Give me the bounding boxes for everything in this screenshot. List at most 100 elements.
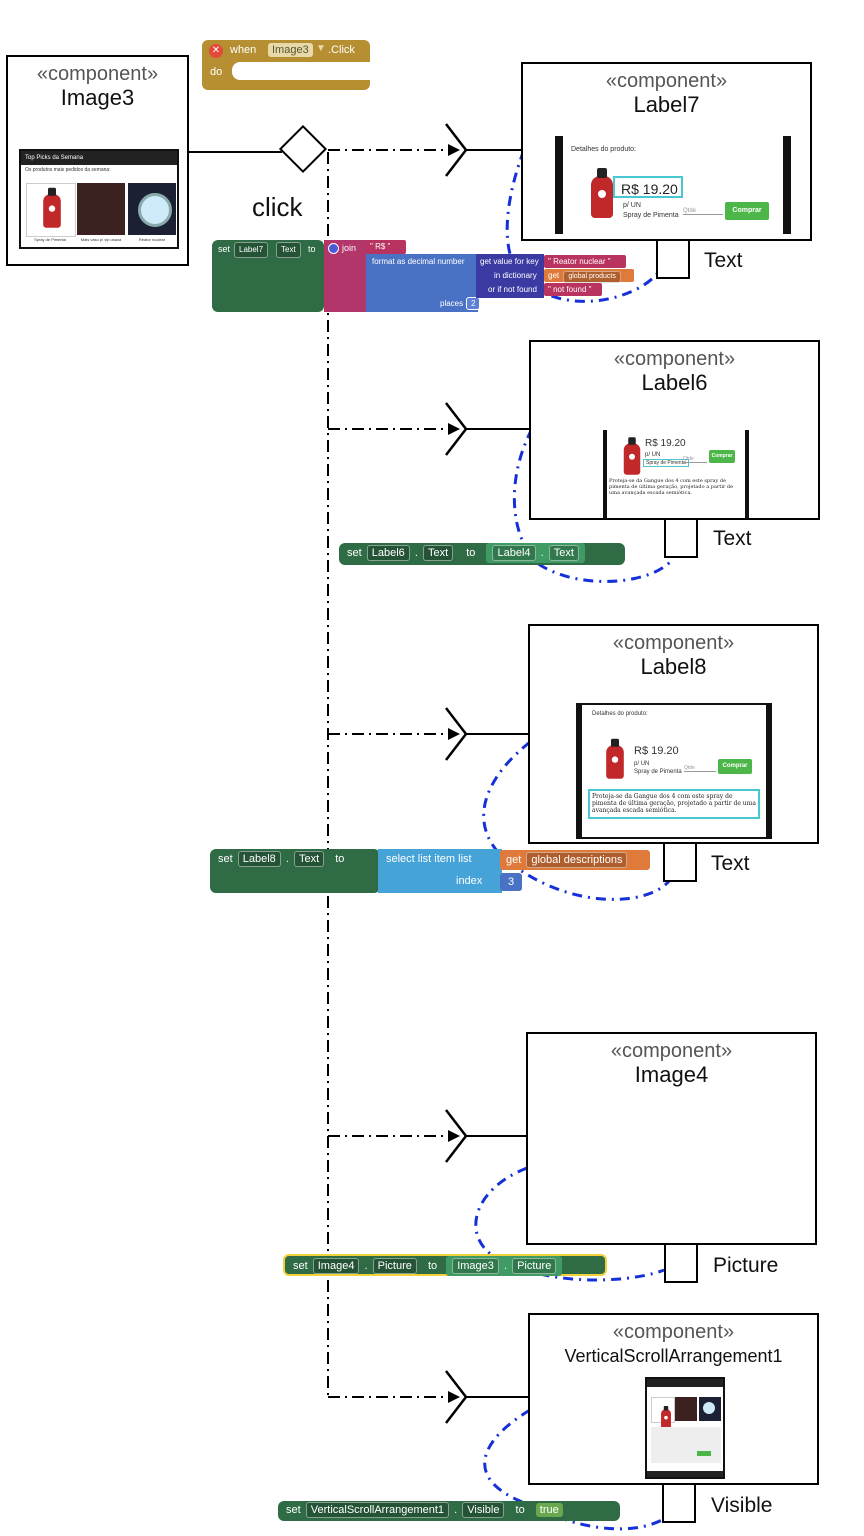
not-found-text: " not found " <box>548 285 592 294</box>
if-not-found-label: or if not found <box>488 285 537 294</box>
price-text: R$ 19.20 <box>645 438 686 449</box>
set-component[interactable]: Label7 <box>234 242 269 258</box>
qty-field[interactable]: Qtde <box>683 208 723 215</box>
screenshot-product-detail: Detalhes do produto: R$ 19.20 p/ UN Spra… <box>555 136 791 234</box>
arrowhead-image4 <box>448 1130 460 1142</box>
event-block[interactable]: ✕ when Image3 ▼ .Click do <box>202 40 372 90</box>
true-value[interactable]: true <box>535 1503 563 1517</box>
port-label8-text <box>663 844 697 882</box>
component-name: Label7 <box>633 92 700 117</box>
code-block-set-label6[interactable]: set Label6 . Text to Label4 . Text <box>339 543 625 565</box>
buy-button[interactable]: Comprar <box>725 202 769 220</box>
component-name: VerticalScrollArrangement1 <box>564 1346 783 1366</box>
to-keyword: to <box>427 1260 438 1272</box>
component-label7[interactable]: «component» Label7 Detalhes do produto: … <box>521 62 812 241</box>
dropdown-icon: ▼ <box>316 43 326 54</box>
global-products[interactable]: global products <box>563 271 621 283</box>
join-block[interactable]: join <box>324 240 368 312</box>
buy-button[interactable]: Comprar <box>709 450 735 463</box>
get-value-label: get value for key <box>480 257 539 266</box>
format-decimal-block[interactable]: format as decimal number places 2 <box>366 254 481 312</box>
event-do-slot <box>232 62 372 80</box>
key-text-block[interactable]: " Reator nuclear " <box>544 255 626 268</box>
set-component[interactable]: Label6 <box>366 545 410 561</box>
source-property[interactable]: Picture <box>512 1258 557 1274</box>
dictionary-lookup-block[interactable]: get value for key in dictionary or if no… <box>476 254 544 298</box>
get-keyword: get <box>548 271 560 280</box>
index-number-block[interactable]: 3 <box>500 873 522 891</box>
to-keyword: to <box>308 244 316 254</box>
port-label-label6: Text <box>713 527 752 550</box>
places-value[interactable]: 2 <box>466 297 481 310</box>
getter-block[interactable]: Label4 . Text <box>486 543 585 563</box>
dot: . <box>285 853 289 865</box>
event-component[interactable]: Image3 <box>268 43 313 57</box>
product-name: Spray de Pimenta <box>634 769 682 775</box>
getter-block[interactable]: Image3 . Picture <box>446 1256 563 1276</box>
not-found-text-block[interactable]: " not found " <box>544 283 602 296</box>
code-block-set-vsa1[interactable]: set VerticalScrollArrangement1 . Visible… <box>278 1501 620 1521</box>
arrowhead-label6 <box>448 423 460 435</box>
product-name: Spray de Pimenta <box>623 212 679 219</box>
set-property[interactable]: Text <box>276 242 301 258</box>
component-vertical-scroll-arrangement1[interactable]: «component» VerticalScrollArrangement1 <box>528 1313 819 1485</box>
arrowhead-label8 <box>448 728 460 740</box>
buy-button[interactable]: Comprar <box>718 759 752 774</box>
component-image3[interactable]: «component» Image3 Top Picks da Semana O… <box>6 55 189 266</box>
to-keyword: to <box>515 1504 525 1516</box>
port-image4-picture <box>664 1245 698 1283</box>
event-when: when <box>230 44 257 56</box>
dot: . <box>364 1260 368 1272</box>
set-component[interactable]: VerticalScrollArrangement1 <box>305 1502 450 1518</box>
component-name: Label6 <box>641 370 708 395</box>
get-keyword: get <box>506 854 522 866</box>
set-component[interactable]: Label8 <box>237 851 281 867</box>
product-description-highlight: Proteja-se da Gangue dos 4 com este spra… <box>588 789 760 819</box>
qty-field[interactable]: Qtde <box>684 765 716 772</box>
trigger-label: click <box>252 192 303 222</box>
to-keyword: to <box>335 853 345 865</box>
event-do: do <box>210 66 223 78</box>
select-list-item-block[interactable]: select list item list index <box>378 849 502 893</box>
set-property[interactable]: Text <box>422 545 454 561</box>
component-label6[interactable]: «component» Label6 R$ 19.20 p/ UN Spray … <box>529 340 820 520</box>
product-description: Proteja-se da Gangue dos 4 com este spra… <box>609 478 734 496</box>
set-property[interactable]: Text <box>293 851 325 867</box>
stereotype-label: «component» <box>610 1040 733 1062</box>
get-global-descriptions-block[interactable]: get global descriptions <box>500 850 650 870</box>
dot: . <box>454 1504 458 1516</box>
set-property[interactable]: Picture <box>372 1258 417 1274</box>
port-label-label8: Text <box>711 852 750 875</box>
index-label: index <box>456 875 483 887</box>
product-tile-portrait[interactable] <box>77 183 125 235</box>
source-property[interactable]: Text <box>548 545 579 561</box>
arrowhead-vsa1 <box>448 1391 460 1403</box>
port-label-image4: Picture <box>713 1254 779 1277</box>
product-tile-reactor[interactable] <box>128 183 176 235</box>
gear-icon[interactable] <box>328 243 339 254</box>
component-image4[interactable]: «component» Image4 <box>526 1032 817 1245</box>
qty-field[interactable]: Qtde <box>683 456 707 463</box>
port-label-vsa1: Visible <box>711 1494 773 1517</box>
index-value: 3 <box>507 876 515 888</box>
port-vsa1-visible <box>662 1485 696 1523</box>
product-tile-spray[interactable] <box>26 183 76 237</box>
caption-reactor: Reator nuclear <box>138 237 166 242</box>
get-global-products-block[interactable]: get global products <box>544 269 634 283</box>
unit-label: p/ UN <box>634 761 650 767</box>
code-block-set-image4[interactable]: set Image4 . Picture to Image3 . Picture <box>283 1254 607 1276</box>
source-component[interactable]: Label4 <box>492 545 536 561</box>
source-component[interactable]: Image3 <box>452 1258 499 1274</box>
in-dictionary-label: in dictionary <box>494 271 537 280</box>
text-rs-block[interactable]: " R$ " <box>366 240 406 254</box>
set-property[interactable]: Visible <box>462 1502 505 1518</box>
component-label8[interactable]: «component» Label8 Detalhes do produto: … <box>528 624 819 844</box>
screen-title: Top Picks da Semana <box>21 151 177 165</box>
detail-header: Detalhes do produto: <box>592 711 648 717</box>
set-component[interactable]: Image4 <box>312 1258 360 1274</box>
global-descriptions[interactable]: global descriptions <box>526 852 628 868</box>
code-block-set-label8[interactable]: set Label8 . Text to <box>210 849 380 893</box>
code-block-set-label7[interactable]: set Label7 Text to <box>212 240 324 312</box>
error-icon: ✕ <box>209 44 223 58</box>
